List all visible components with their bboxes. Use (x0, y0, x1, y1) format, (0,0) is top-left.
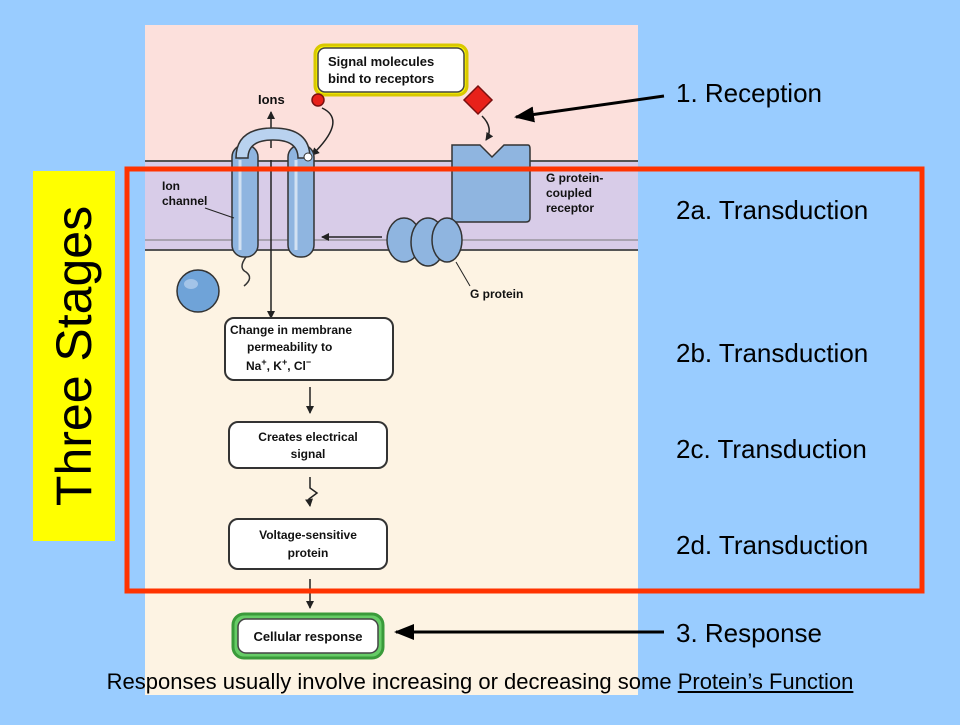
gpcr-label-2: coupled (546, 186, 592, 200)
transduction-highlight-frame (124, 166, 925, 594)
footer-caption: Responses usually involve increasing or … (0, 669, 960, 695)
voltage-sensitive-box: Voltage-sensitive protein (228, 518, 388, 570)
g-protein-icon (386, 217, 463, 267)
stage-transduction-d: 2d. Transduction (676, 530, 869, 560)
footer-text: Responses usually involve increasing or … (106, 669, 678, 694)
channel-tether (241, 256, 251, 287)
signal-molecules-box: Signal molecules bind to receptors (313, 43, 469, 97)
stage-transduction-b: 2b. Transduction (676, 338, 869, 368)
signal-binding-arrow (481, 115, 494, 141)
voltage-line-2: protein (288, 546, 329, 560)
signal-box-line-1: Signal molecules (328, 54, 434, 69)
electrical-zigzag-arrow (305, 477, 319, 507)
electrical-line-2: signal (291, 447, 326, 461)
ion-channel-leader (204, 207, 235, 219)
three-stages-banner: Three Stages (33, 171, 115, 541)
ion-channel-icon (231, 127, 315, 258)
gpcr-icon (451, 144, 531, 223)
permeability-line-1: Change in membrane (230, 323, 352, 337)
footer-emphasis: Protein’s Function (677, 669, 854, 694)
stage-response: 3. Response (676, 618, 822, 648)
ion-channel-label-1: Ion (162, 179, 180, 193)
gpcr-label-1: G protein- (546, 171, 603, 185)
ion-channel-label-2: channel (162, 194, 207, 208)
cellular-response-box: Cellular response (231, 612, 385, 660)
signal-molecule-diamond-icon (462, 84, 494, 116)
channel-ball-icon (176, 269, 220, 313)
signal-box-line-2: bind to receptors (328, 71, 434, 86)
g-protein-leader (455, 261, 471, 287)
cellular-response-label: Cellular response (253, 629, 362, 644)
ion-molecule-icon (311, 93, 325, 107)
electrical-signal-box: Creates electrical signal (228, 421, 388, 469)
permeability-box: Change in membrane permeability to Na+, … (224, 317, 394, 381)
g-protein-label: G protein (470, 287, 523, 301)
voltage-line-1: Voltage-sensitive (259, 528, 357, 542)
stage-reception: 1. Reception (676, 78, 822, 108)
ion-binding-arrow (311, 107, 334, 156)
reception-pointer-arrow (514, 94, 665, 123)
ion-list: Na+, K+, Cl− (246, 357, 311, 373)
stage-transduction-c: 2c. Transduction (676, 434, 867, 464)
stage-transduction-a: 2a. Transduction (676, 195, 869, 225)
three-stages-title: Three Stages (46, 205, 102, 507)
electrical-line-1: Creates electrical (258, 430, 357, 444)
gpcr-label-3: receptor (546, 201, 594, 215)
ions-label: Ions (258, 92, 285, 107)
permeability-line-2: permeability to (247, 340, 332, 354)
